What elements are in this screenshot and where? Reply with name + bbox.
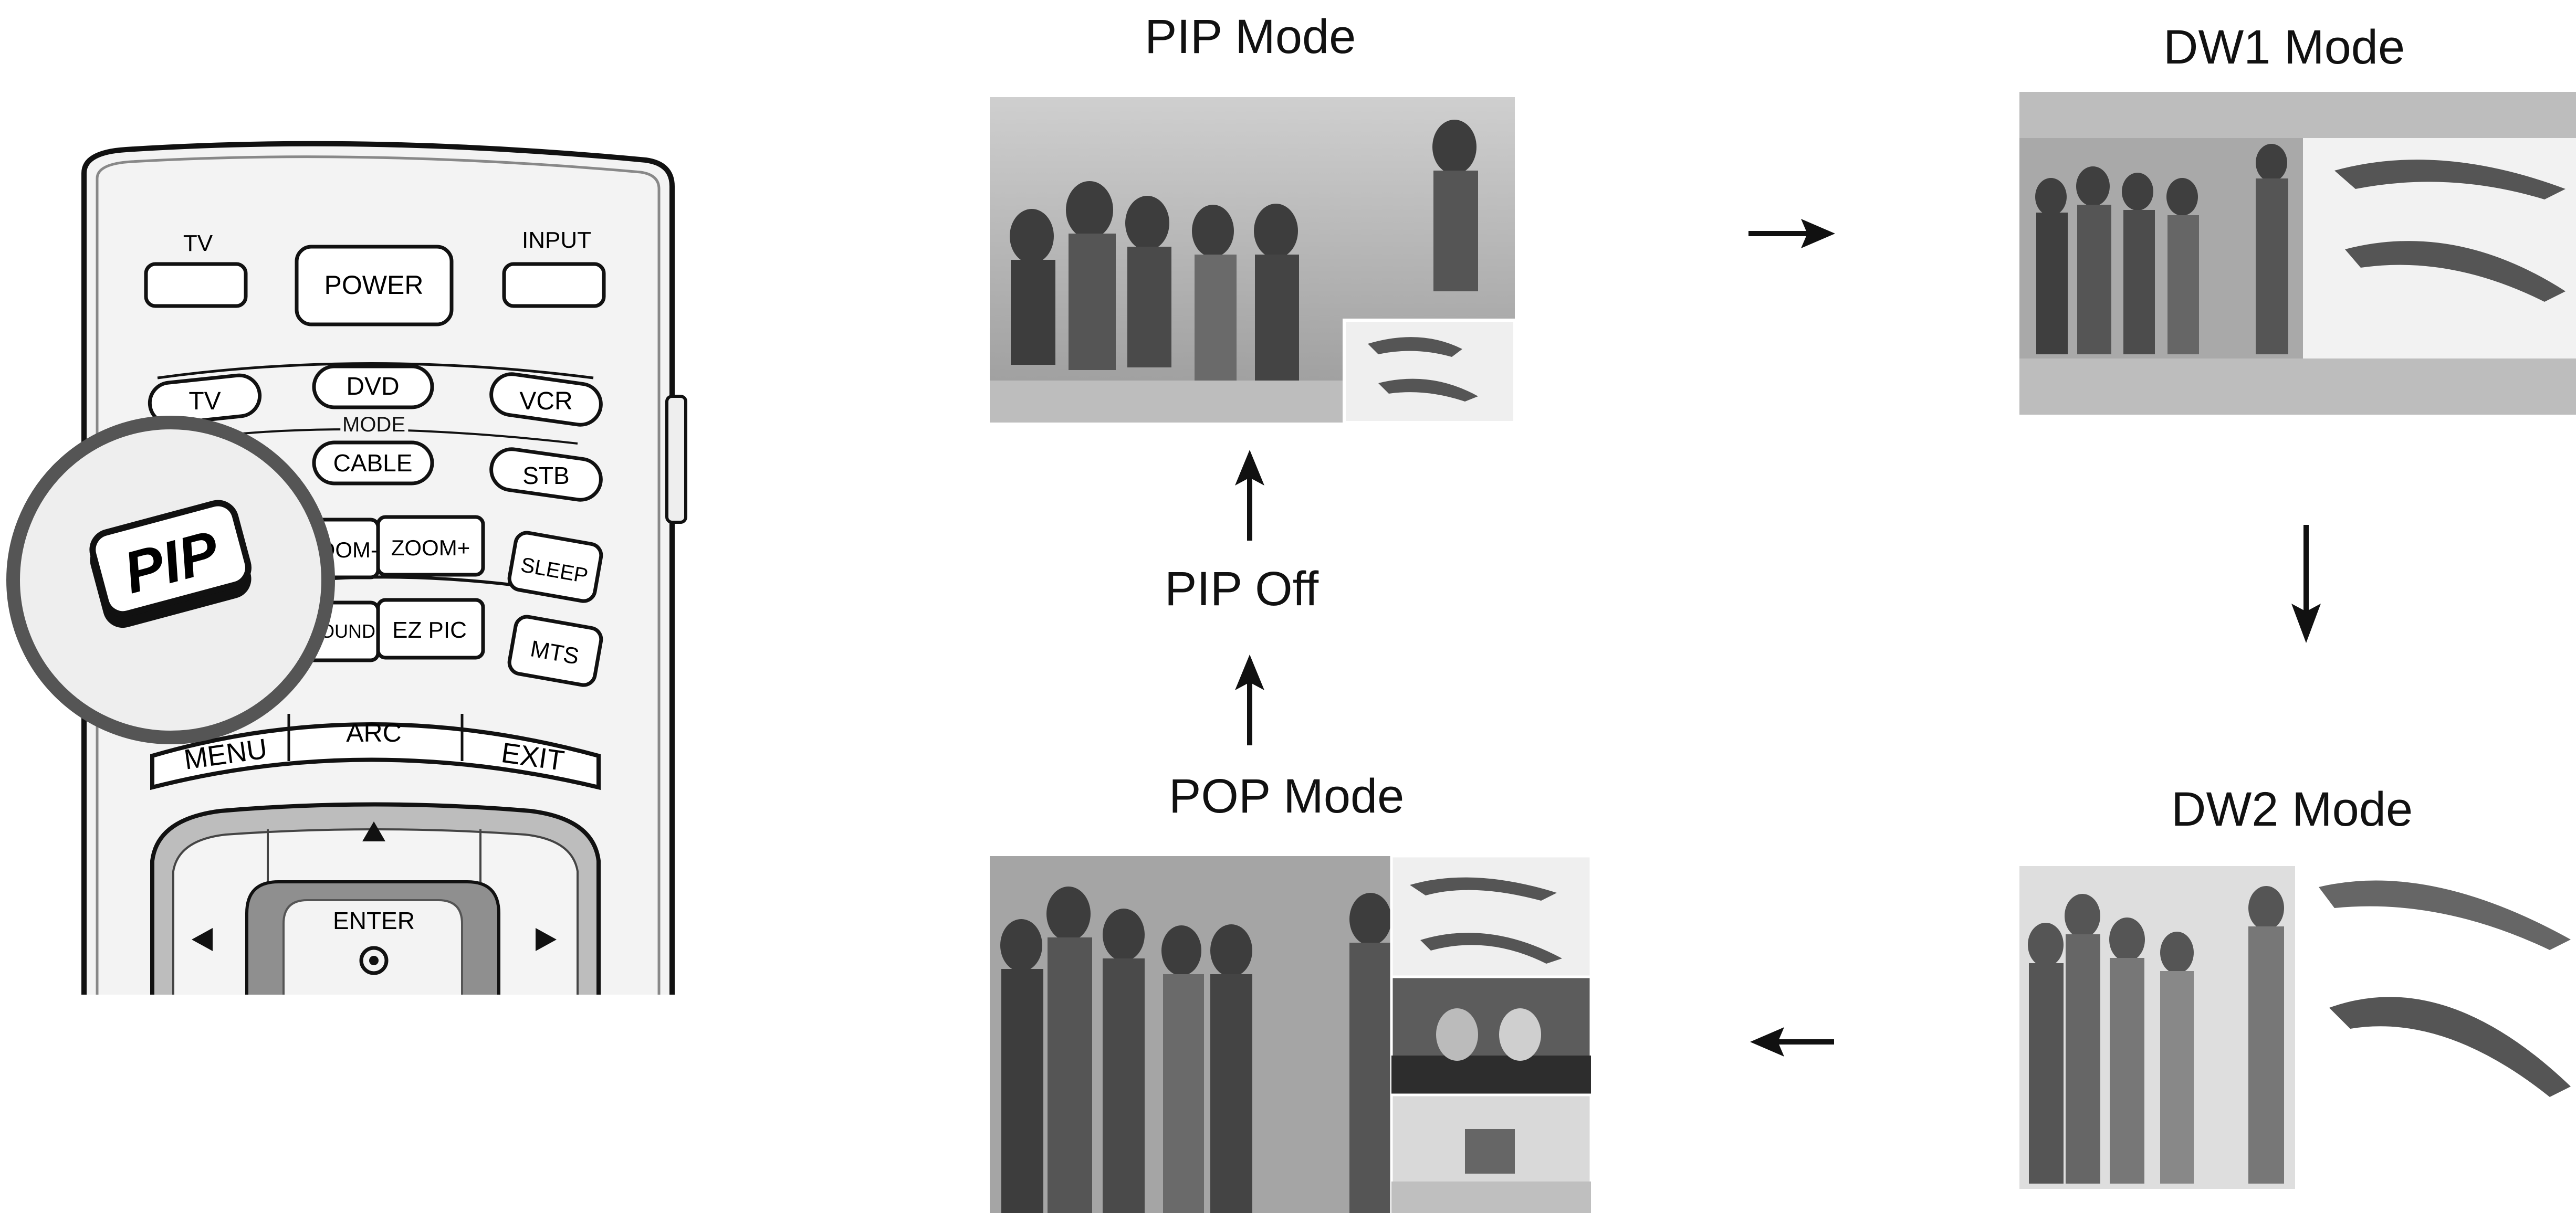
up-arrow-icon[interactable] (362, 821, 385, 841)
remote-control: TV POWER INPUT TV DVD VCR MODE (0, 141, 693, 997)
arrow-up-icon (1235, 450, 1264, 541)
svg-text:ZOOM+: ZOOM+ (391, 535, 470, 560)
dw1-mode-screen (2019, 92, 2576, 415)
left-arrow-icon[interactable] (192, 928, 213, 951)
pop-sub-dolphins (1390, 856, 1591, 978)
power-button[interactable]: POWER (295, 245, 454, 326)
svg-text:CABLE: CABLE (333, 449, 413, 477)
dw1-left-children (2019, 138, 2303, 358)
pip-mode-screen (990, 97, 1515, 423)
dw2-mode-label: DW2 Mode (2171, 783, 2413, 836)
svg-text:DVD: DVD (346, 373, 399, 400)
pip-magnifier: PIP (6, 416, 335, 744)
pip-inset-dolphins (1343, 319, 1515, 423)
right-arrow-icon[interactable] (536, 928, 557, 951)
dw1-mode-label: DW1 Mode (2163, 20, 2405, 74)
svg-text:EZ PIC: EZ PIC (392, 617, 467, 643)
arrow-right-icon (1748, 219, 1835, 248)
vcr-button[interactable]: VCR (489, 372, 604, 427)
dw2-right-dolphins (2319, 880, 2571, 1097)
enter-button[interactable]: ENTER (245, 880, 500, 997)
arrow-left-icon (1750, 1027, 1834, 1057)
arrow-down-icon (2291, 525, 2321, 643)
tv-button[interactable]: TV (144, 230, 248, 308)
svg-text:TV: TV (183, 230, 213, 256)
cable-button[interactable]: CABLE (312, 440, 434, 486)
arrow-up-icon (1235, 655, 1264, 745)
tv-mode-button[interactable]: TV (148, 373, 262, 426)
svg-text:POWER: POWER (324, 270, 424, 300)
pip-mode-label: PIP Mode (1145, 10, 1356, 64)
stb-button[interactable]: STB (489, 447, 604, 502)
pip-button[interactable]: PIP (83, 499, 256, 632)
pop-sub-lunar (1390, 1093, 1591, 1213)
pop-mode-label: POP Mode (1169, 769, 1405, 823)
zoom-plus-button[interactable]: ZOOM+ (376, 515, 485, 577)
pip-off-label: PIP Off (1165, 562, 1319, 616)
svg-text:ENTER: ENTER (333, 907, 415, 934)
dw1-right-dolphins (2303, 138, 2576, 358)
input-button[interactable]: INPUT (502, 227, 606, 308)
svg-text:INPUT: INPUT (522, 227, 591, 253)
pop-sub-crowd (1390, 975, 1591, 1096)
mode-label: MODE (342, 413, 405, 436)
sleep-button[interactable]: SLEEP (507, 531, 603, 603)
svg-text:VCR: VCR (519, 387, 572, 415)
dvd-button[interactable]: DVD (312, 364, 434, 409)
dw2-mode-screen (2019, 866, 2576, 1189)
svg-text:STB: STB (522, 462, 569, 489)
menu-arc-exit-bar (150, 714, 601, 790)
mts-button[interactable]: MTS (507, 615, 603, 687)
ez-pic-button[interactable]: EZ PIC (376, 598, 485, 660)
svg-text:TV: TV (189, 387, 221, 415)
dw2-left-children (2019, 866, 2295, 1189)
arc-button[interactable]: ARC (346, 718, 402, 747)
pop-main-children (1000, 887, 1392, 1213)
pop-mode-screen (990, 856, 1591, 1213)
